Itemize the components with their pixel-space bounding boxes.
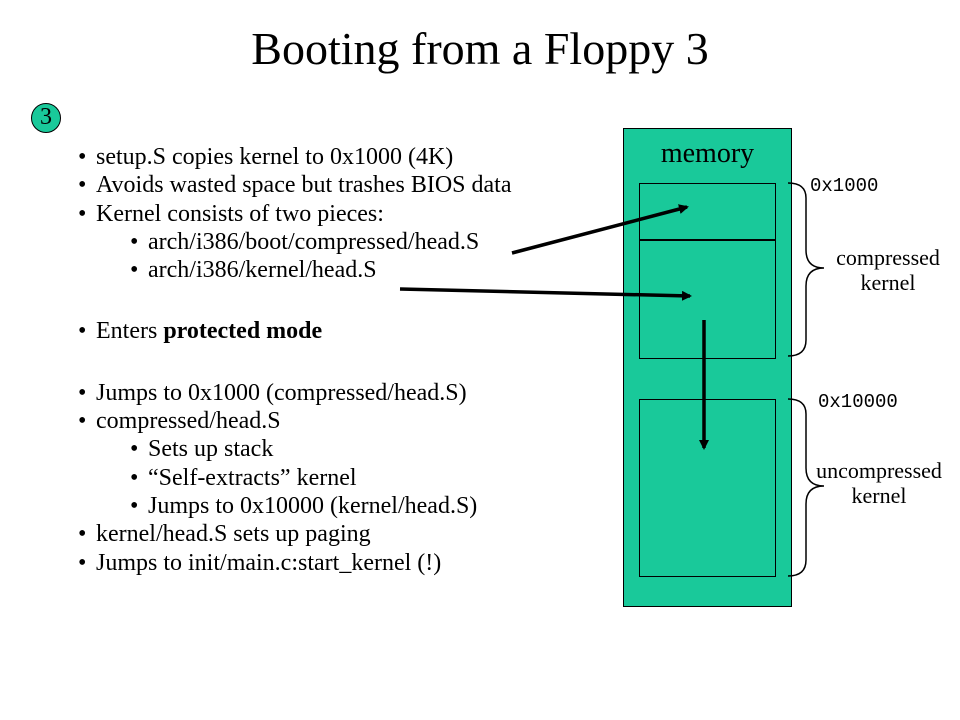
bullet-icon: • xyxy=(130,228,139,255)
spacer xyxy=(78,346,538,379)
bullet-text: setup.S copies kernel to 0x1000 (4K) xyxy=(96,144,454,170)
bullet-icon: • xyxy=(78,318,87,345)
sub-bullet-text: arch/i386/boot/compressed/head.S xyxy=(148,228,480,255)
compressed-kernel-region xyxy=(639,183,776,359)
bullet-text: Jumps to 0x1000 (compressed/head.S) xyxy=(96,379,467,406)
bullet-icon: • xyxy=(130,436,139,463)
bullet-item: • Enters protected mode xyxy=(78,317,538,345)
compressed-kernel-label: compressed kernel xyxy=(826,245,950,295)
bullet-item: • Kernel consists of two pieces: xyxy=(78,200,538,228)
label-line: uncompressed xyxy=(816,458,942,483)
bullet-icon: • xyxy=(78,144,87,170)
step-badge: 3 xyxy=(31,103,61,133)
sub-bullet-item: • Sets up stack xyxy=(78,435,538,463)
label-line: compressed xyxy=(836,245,940,270)
bullet-item: • kernel/head.S sets up paging xyxy=(78,520,538,548)
bullet-text: Avoids wasted space but trashes BIOS dat… xyxy=(96,172,512,199)
bullet-icon: • xyxy=(130,257,139,284)
bullet-item: • Jumps to init/main.c:start_kernel (!) xyxy=(78,549,538,577)
sub-bullet-text: Sets up stack xyxy=(148,436,274,463)
bullet-icon: • xyxy=(130,464,139,491)
sub-bullet-item: • Jumps to 0x10000 (kernel/head.S) xyxy=(78,492,538,520)
sub-bullet-text: Jumps to 0x10000 (kernel/head.S) xyxy=(148,492,478,519)
bullet-item: • Jumps to 0x1000 (compressed/head.S) xyxy=(78,379,538,407)
bullet-icon: • xyxy=(130,492,139,519)
sub-bullet-text: “Self-extracts” kernel xyxy=(148,464,357,491)
bullet-text: Enters xyxy=(96,318,164,345)
sub-bullet-item: • “Self-extracts” kernel xyxy=(78,464,538,492)
bullet-bold-text: protected mode xyxy=(163,318,323,345)
bullet-item: • setup.S copies kernel to 0x1000 (4K) xyxy=(78,143,538,171)
bullet-text: compressed/head.S xyxy=(96,408,281,435)
uncompressed-kernel-region xyxy=(639,399,776,577)
slide-title: Booting from a Floppy 3 xyxy=(251,23,709,74)
bullet-text: Kernel consists of two pieces: xyxy=(96,200,384,227)
brace-compressed xyxy=(787,182,825,357)
sub-bullet-item: • arch/i386/kernel/head.S xyxy=(78,256,538,284)
bullet-item: • compressed/head.S xyxy=(78,407,538,435)
bullet-list: • setup.S copies kernel to 0x1000 (4K) • A… xyxy=(78,143,538,577)
sub-bullet-item: • arch/i386/boot/compressed/head.S xyxy=(78,228,538,256)
region-divider xyxy=(639,239,776,241)
address-label-0x10000: 0x10000 xyxy=(818,391,898,413)
bullet-icon: • xyxy=(78,200,87,227)
uncompressed-kernel-label: uncompressed kernel xyxy=(806,458,952,508)
bullet-icon: • xyxy=(78,379,87,406)
bullet-item: • Avoids wasted space but trashes BIOS da… xyxy=(78,171,538,199)
bullet-text: kernel/head.S sets up paging xyxy=(96,521,371,548)
label-line: kernel xyxy=(860,270,916,295)
bullet-icon: • xyxy=(78,521,87,548)
bullet-icon: • xyxy=(78,408,87,435)
label-line: kernel xyxy=(851,483,907,508)
sub-bullet-text: arch/i386/kernel/head.S xyxy=(148,257,377,284)
bullet-icon: • xyxy=(78,549,87,576)
memory-label: memory xyxy=(660,138,755,169)
spacer xyxy=(78,284,538,317)
address-label-0x1000: 0x1000 xyxy=(810,175,879,197)
bullet-icon: • xyxy=(78,172,87,199)
bullet-text: Jumps to init/main.c:start_kernel (!) xyxy=(96,549,442,576)
